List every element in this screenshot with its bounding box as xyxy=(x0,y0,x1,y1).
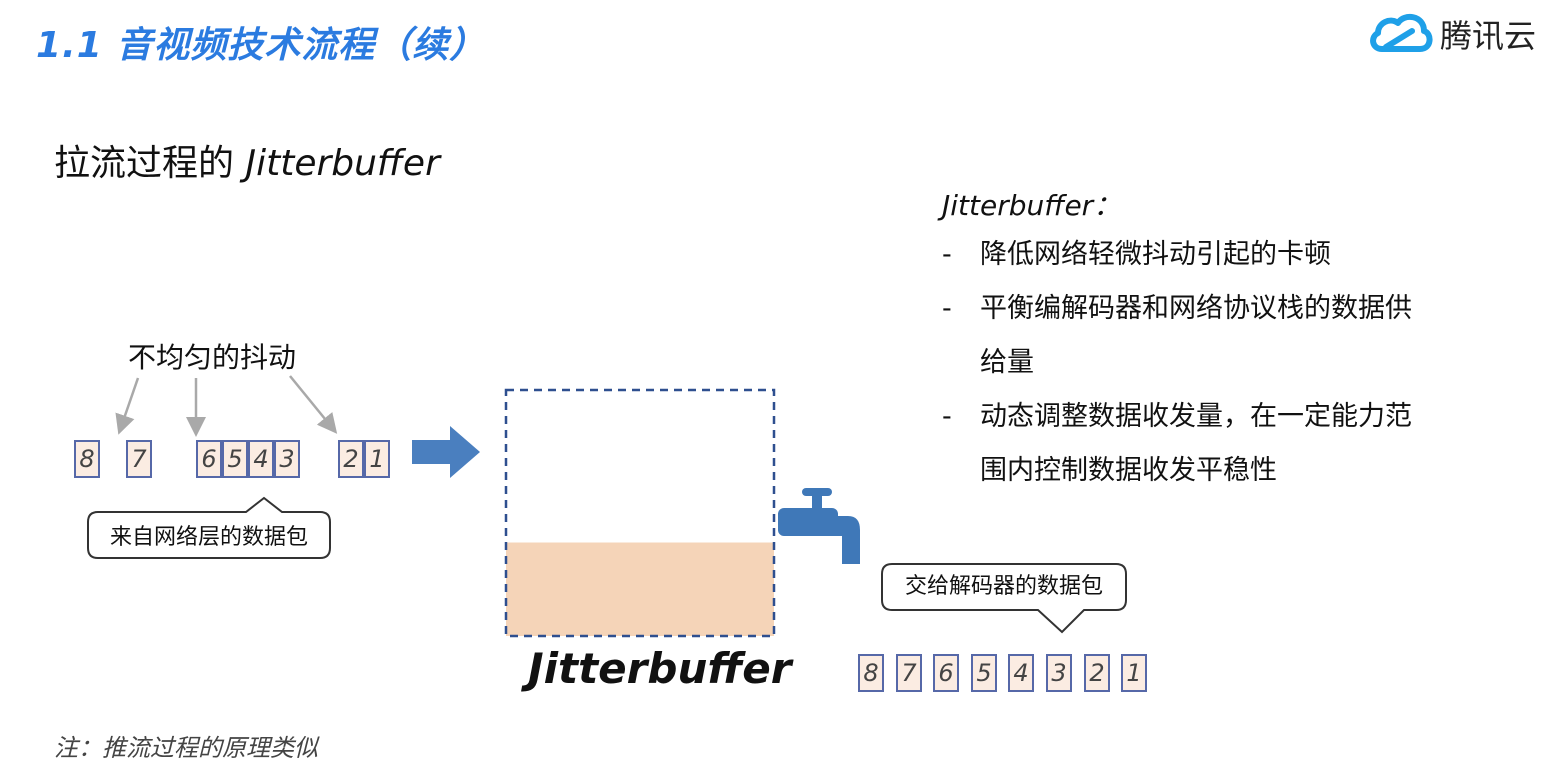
jitter-arrow-3 xyxy=(289,375,338,434)
incoming-packet: 1 xyxy=(364,440,390,478)
section-title: 拉流过程的 Jitterbuffer xyxy=(54,134,440,186)
incoming-packet: 3 xyxy=(274,440,300,478)
jitterbuffer-label: Jitterbuffer xyxy=(528,644,792,693)
decoder-callout: 交给解码器的数据包 xyxy=(904,574,1103,599)
buffer-fill xyxy=(506,542,774,636)
network-callout-shape xyxy=(87,496,331,559)
output-packet: 2 xyxy=(1084,654,1110,692)
incoming-packet: 8 xyxy=(74,440,100,478)
bullet-dash: - xyxy=(942,239,952,270)
section-title-latin: Jitterbuffer xyxy=(245,143,440,184)
bullet-text: 动态调整数据收发量，在一定能力范围内控制数据收发平稳性 xyxy=(980,401,1412,486)
incoming-packet: 6 xyxy=(196,440,222,478)
jitterbuffer-heading: Jitterbuffer： xyxy=(942,189,1122,222)
cloud-logo-icon xyxy=(1370,13,1433,52)
bullet-item: - 动态调整数据收发量，在一定能力范围内控制数据收发平稳性 xyxy=(942,390,1462,498)
bullet-text: 平衡编解码器和网络协议栈的数据供给量 xyxy=(980,293,1412,378)
bullet-item: - 平衡编解码器和网络协议栈的数据供给量 xyxy=(942,282,1462,390)
bullet-item: - 降低网络轻微抖动引起的卡顿 xyxy=(942,228,1462,282)
jitterbuffer-container xyxy=(504,388,776,638)
brand-logo: 腾讯云 xyxy=(1368,10,1548,58)
output-packet: 4 xyxy=(1008,654,1034,692)
bullet-dash: - xyxy=(942,401,952,432)
output-packet: 6 xyxy=(933,654,959,692)
jitter-arrows xyxy=(115,375,338,437)
output-packet: 5 xyxy=(971,654,997,692)
page-title: 1.1 音视频技术流程（续） xyxy=(36,25,487,66)
faucet-icon xyxy=(778,488,860,564)
incoming-packet: 4 xyxy=(248,440,274,478)
footnote: 注：推流过程的原理类似 xyxy=(54,734,318,762)
flow-arrow xyxy=(412,426,480,478)
output-packet: 8 xyxy=(858,654,884,692)
bullet-text: 降低网络轻微抖动引起的卡顿 xyxy=(980,239,1331,270)
decoder-callout-shape xyxy=(881,563,1127,634)
network-callout: 来自网络层的数据包 xyxy=(109,525,308,550)
jitter-arrow-1 xyxy=(115,377,140,435)
uneven-jitter-label: 不均匀的抖动 xyxy=(128,341,297,374)
bullet-dash: - xyxy=(942,293,952,324)
incoming-packet: 5 xyxy=(222,440,248,478)
output-packet: 1 xyxy=(1121,654,1147,692)
output-packet: 7 xyxy=(896,654,922,692)
section-title-prefix: 拉流过程的 xyxy=(54,143,235,184)
output-packet: 3 xyxy=(1046,654,1072,692)
incoming-packet: 2 xyxy=(338,440,364,478)
incoming-packet: 7 xyxy=(126,440,152,478)
brand-name: 腾讯云 xyxy=(1440,17,1537,55)
